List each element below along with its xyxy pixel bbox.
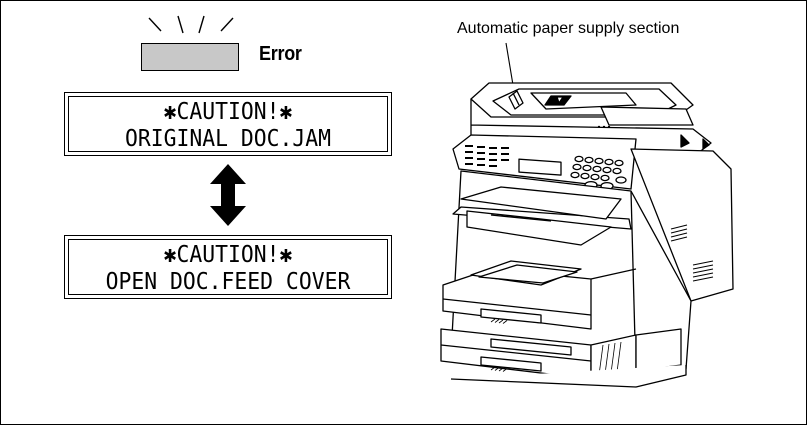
base [450, 328, 687, 388]
paper-tray-1 [442, 260, 637, 330]
lcd-line-1: ✱CAUTION!✱ [163, 99, 293, 125]
lcd-line-2: ORIGINAL DOC.JAM [124, 126, 332, 152]
document-feeder [470, 82, 694, 126]
error-indicator-light [141, 43, 239, 71]
lcd-line-2: OPEN DOC.FEED COVER [105, 269, 351, 295]
hatch-marks [490, 318, 622, 376]
lcd-bezel: ✱CAUTION!✱ ORIGINAL DOC.JAM [68, 96, 388, 152]
error-label: Error [259, 43, 302, 65]
lcd-line-1: ✱CAUTION!✱ [163, 242, 293, 268]
callout-label: Automatic paper supply section [457, 20, 680, 37]
lcd-screen-open-doc-feed-cover: ✱CAUTION!✱ OPEN DOC.FEED COVER [64, 235, 392, 299]
up-down-arrow-icon [210, 164, 246, 226]
bypass-tray [460, 186, 622, 246]
blink-rays-icon [148, 15, 234, 34]
vent-slots [670, 224, 714, 282]
multifunction-printer-icon [440, 42, 734, 388]
lcd-screen-original-doc-jam: ✱CAUTION!✱ ORIGINAL DOC.JAM [64, 92, 392, 156]
lcd-bezel: ✱CAUTION!✱ OPEN DOC.FEED COVER [68, 239, 388, 295]
